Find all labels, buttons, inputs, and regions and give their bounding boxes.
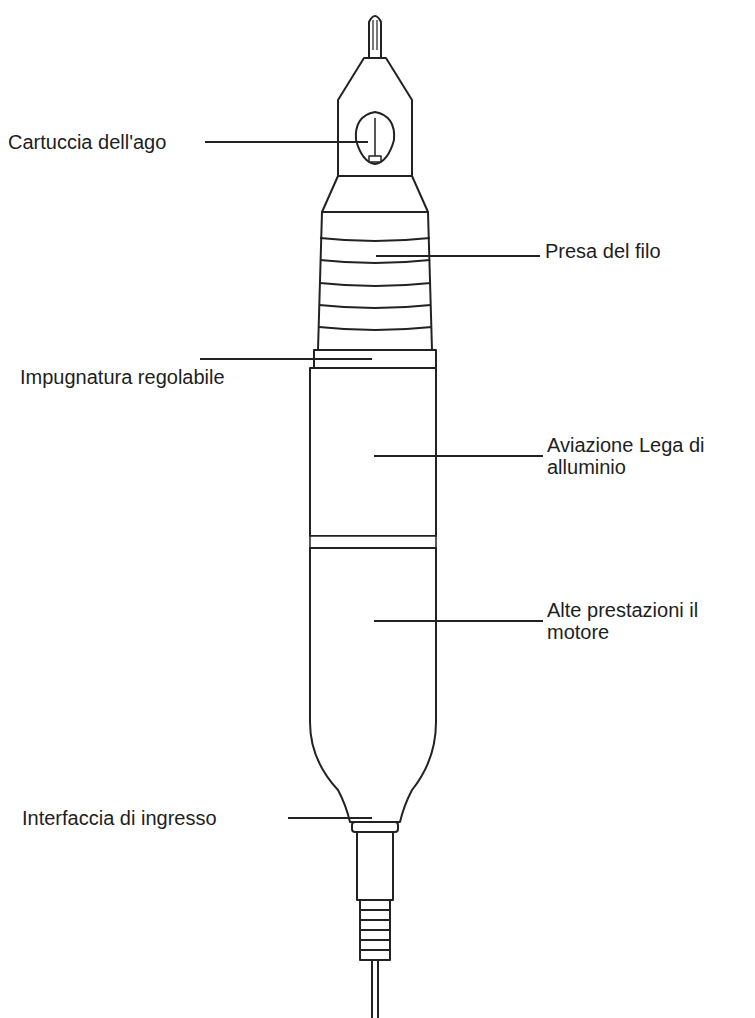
cartridge-base: [322, 176, 428, 212]
needle-cartridge: [338, 58, 412, 176]
strain-relief: [360, 900, 390, 960]
part-label: Presa del filo: [543, 240, 663, 262]
wire-grip: [318, 212, 432, 350]
part-label: Impugnatura regolabile: [18, 366, 227, 388]
part-label: Interfaccia di ingresso: [20, 807, 219, 829]
needle-tip: [369, 16, 381, 58]
cartridge-window: [356, 112, 394, 164]
part-label: Cartuccia dell'ago: [6, 131, 168, 153]
input-interface: [352, 822, 398, 832]
leader-lines: [200, 142, 543, 818]
part-label: Aviazione Lega di alluminio: [545, 434, 724, 478]
aluminium-body: [310, 368, 436, 536]
part-label: Alte prestazioni il motore: [545, 599, 714, 643]
motor-section: [310, 548, 436, 822]
cable-connector: [357, 832, 393, 900]
cable: [372, 960, 378, 1018]
